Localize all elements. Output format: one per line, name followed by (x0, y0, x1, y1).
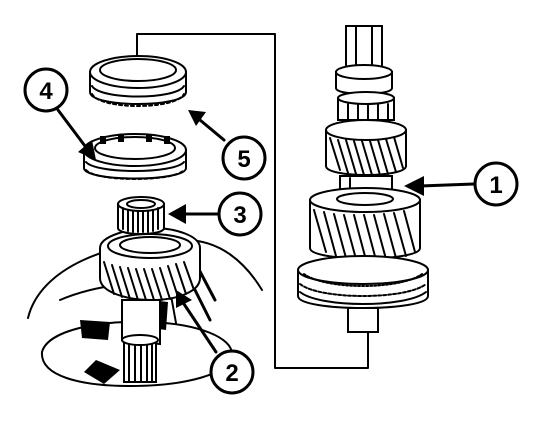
callout-label-1: 1 (489, 172, 502, 199)
helical-gear-lower (309, 187, 421, 261)
helical-gear-upper (325, 119, 407, 176)
synchronizer-ring-lower (83, 133, 187, 180)
callout-2: 2 (209, 349, 255, 395)
synchronizer-ring-upper (89, 55, 187, 107)
callout-5: 5 (221, 135, 267, 181)
needle-bearing (117, 196, 165, 235)
callout-3: 3 (217, 191, 263, 237)
callout-label-4: 4 (39, 78, 53, 105)
synchronizer-hub (297, 255, 429, 333)
leader-arrow-3 (168, 204, 222, 224)
callout-label-5: 5 (237, 146, 250, 173)
bracket-line (136, 33, 369, 369)
leader-arrow-1 (404, 176, 476, 196)
mainshaft (335, 25, 395, 121)
leader-arrow-4 (56, 108, 96, 160)
leader-arrow-5 (188, 110, 226, 142)
callout-4: 4 (23, 67, 69, 113)
callout-label-2: 2 (225, 360, 238, 387)
leader-arrow-2 (176, 290, 218, 354)
callout-1: 1 (473, 161, 519, 207)
input-gear (99, 226, 201, 383)
callout-label-3: 3 (233, 202, 246, 229)
